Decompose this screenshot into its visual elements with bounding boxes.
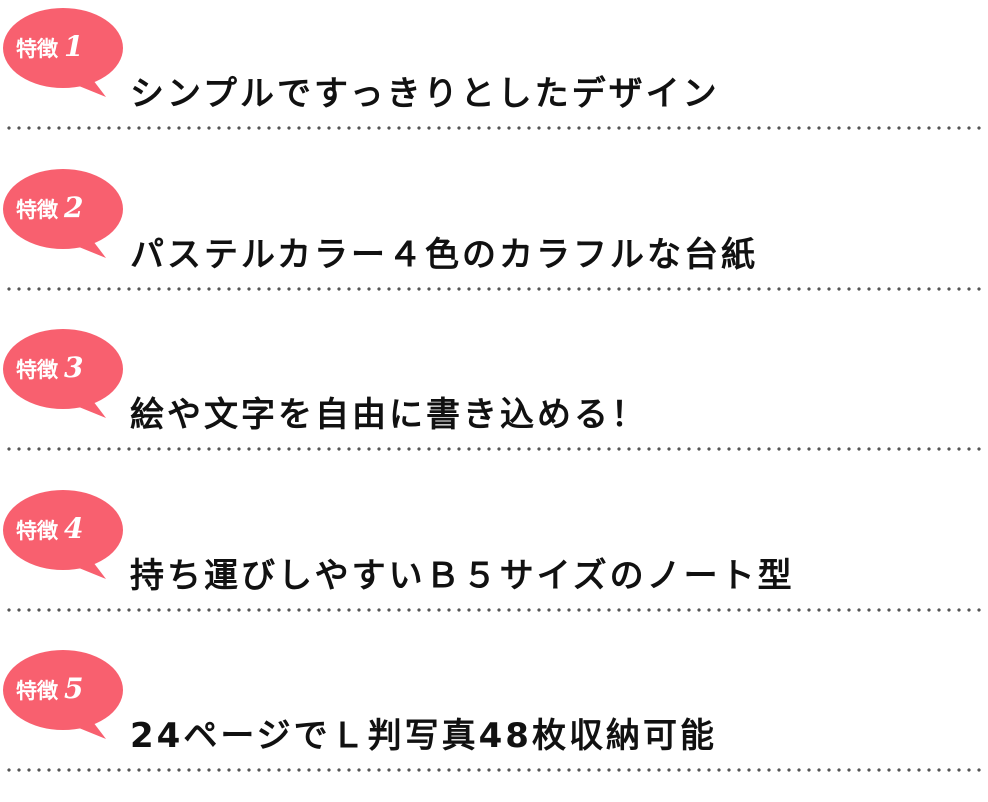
dotted-divider <box>4 286 986 291</box>
feature-number: 4 <box>64 511 84 545</box>
speech-bubble-icon <box>3 329 123 418</box>
feature-number: 3 <box>64 351 84 384</box>
dotted-divider <box>4 447 986 451</box>
feature-text: 持ち運びしやすいＢ５サイズのノート型 <box>130 555 795 596</box>
feature-label: 特徴 <box>16 518 58 543</box>
speech-bubble-icon <box>3 168 123 258</box>
feature-label: 特徴 <box>16 197 58 222</box>
speech-bubble-icon <box>3 489 123 579</box>
feature-text: 24ページでＬ判写真48枚収納可能 <box>130 716 717 756</box>
speech-bubble-icon <box>3 8 123 97</box>
feature-number: 2 <box>64 190 84 224</box>
feature-text: シンプルですっきりとしたデザイン <box>130 74 720 114</box>
dotted-divider <box>4 126 986 130</box>
speech-bubble-icon <box>3 650 123 739</box>
feature-text: パステルカラー４色のカラフルな台紙 <box>130 234 758 275</box>
feature-text: 絵や文字を自由に書き込める！ <box>130 395 648 435</box>
feature-number: 1 <box>64 30 84 63</box>
feature-label: 特徴 <box>16 358 58 382</box>
dotted-divider <box>4 768 986 772</box>
feature-label: 特徴 <box>16 679 58 703</box>
feature-number: 5 <box>64 672 84 705</box>
dotted-divider <box>4 607 986 612</box>
feature-label: 特徴 <box>16 37 58 61</box>
